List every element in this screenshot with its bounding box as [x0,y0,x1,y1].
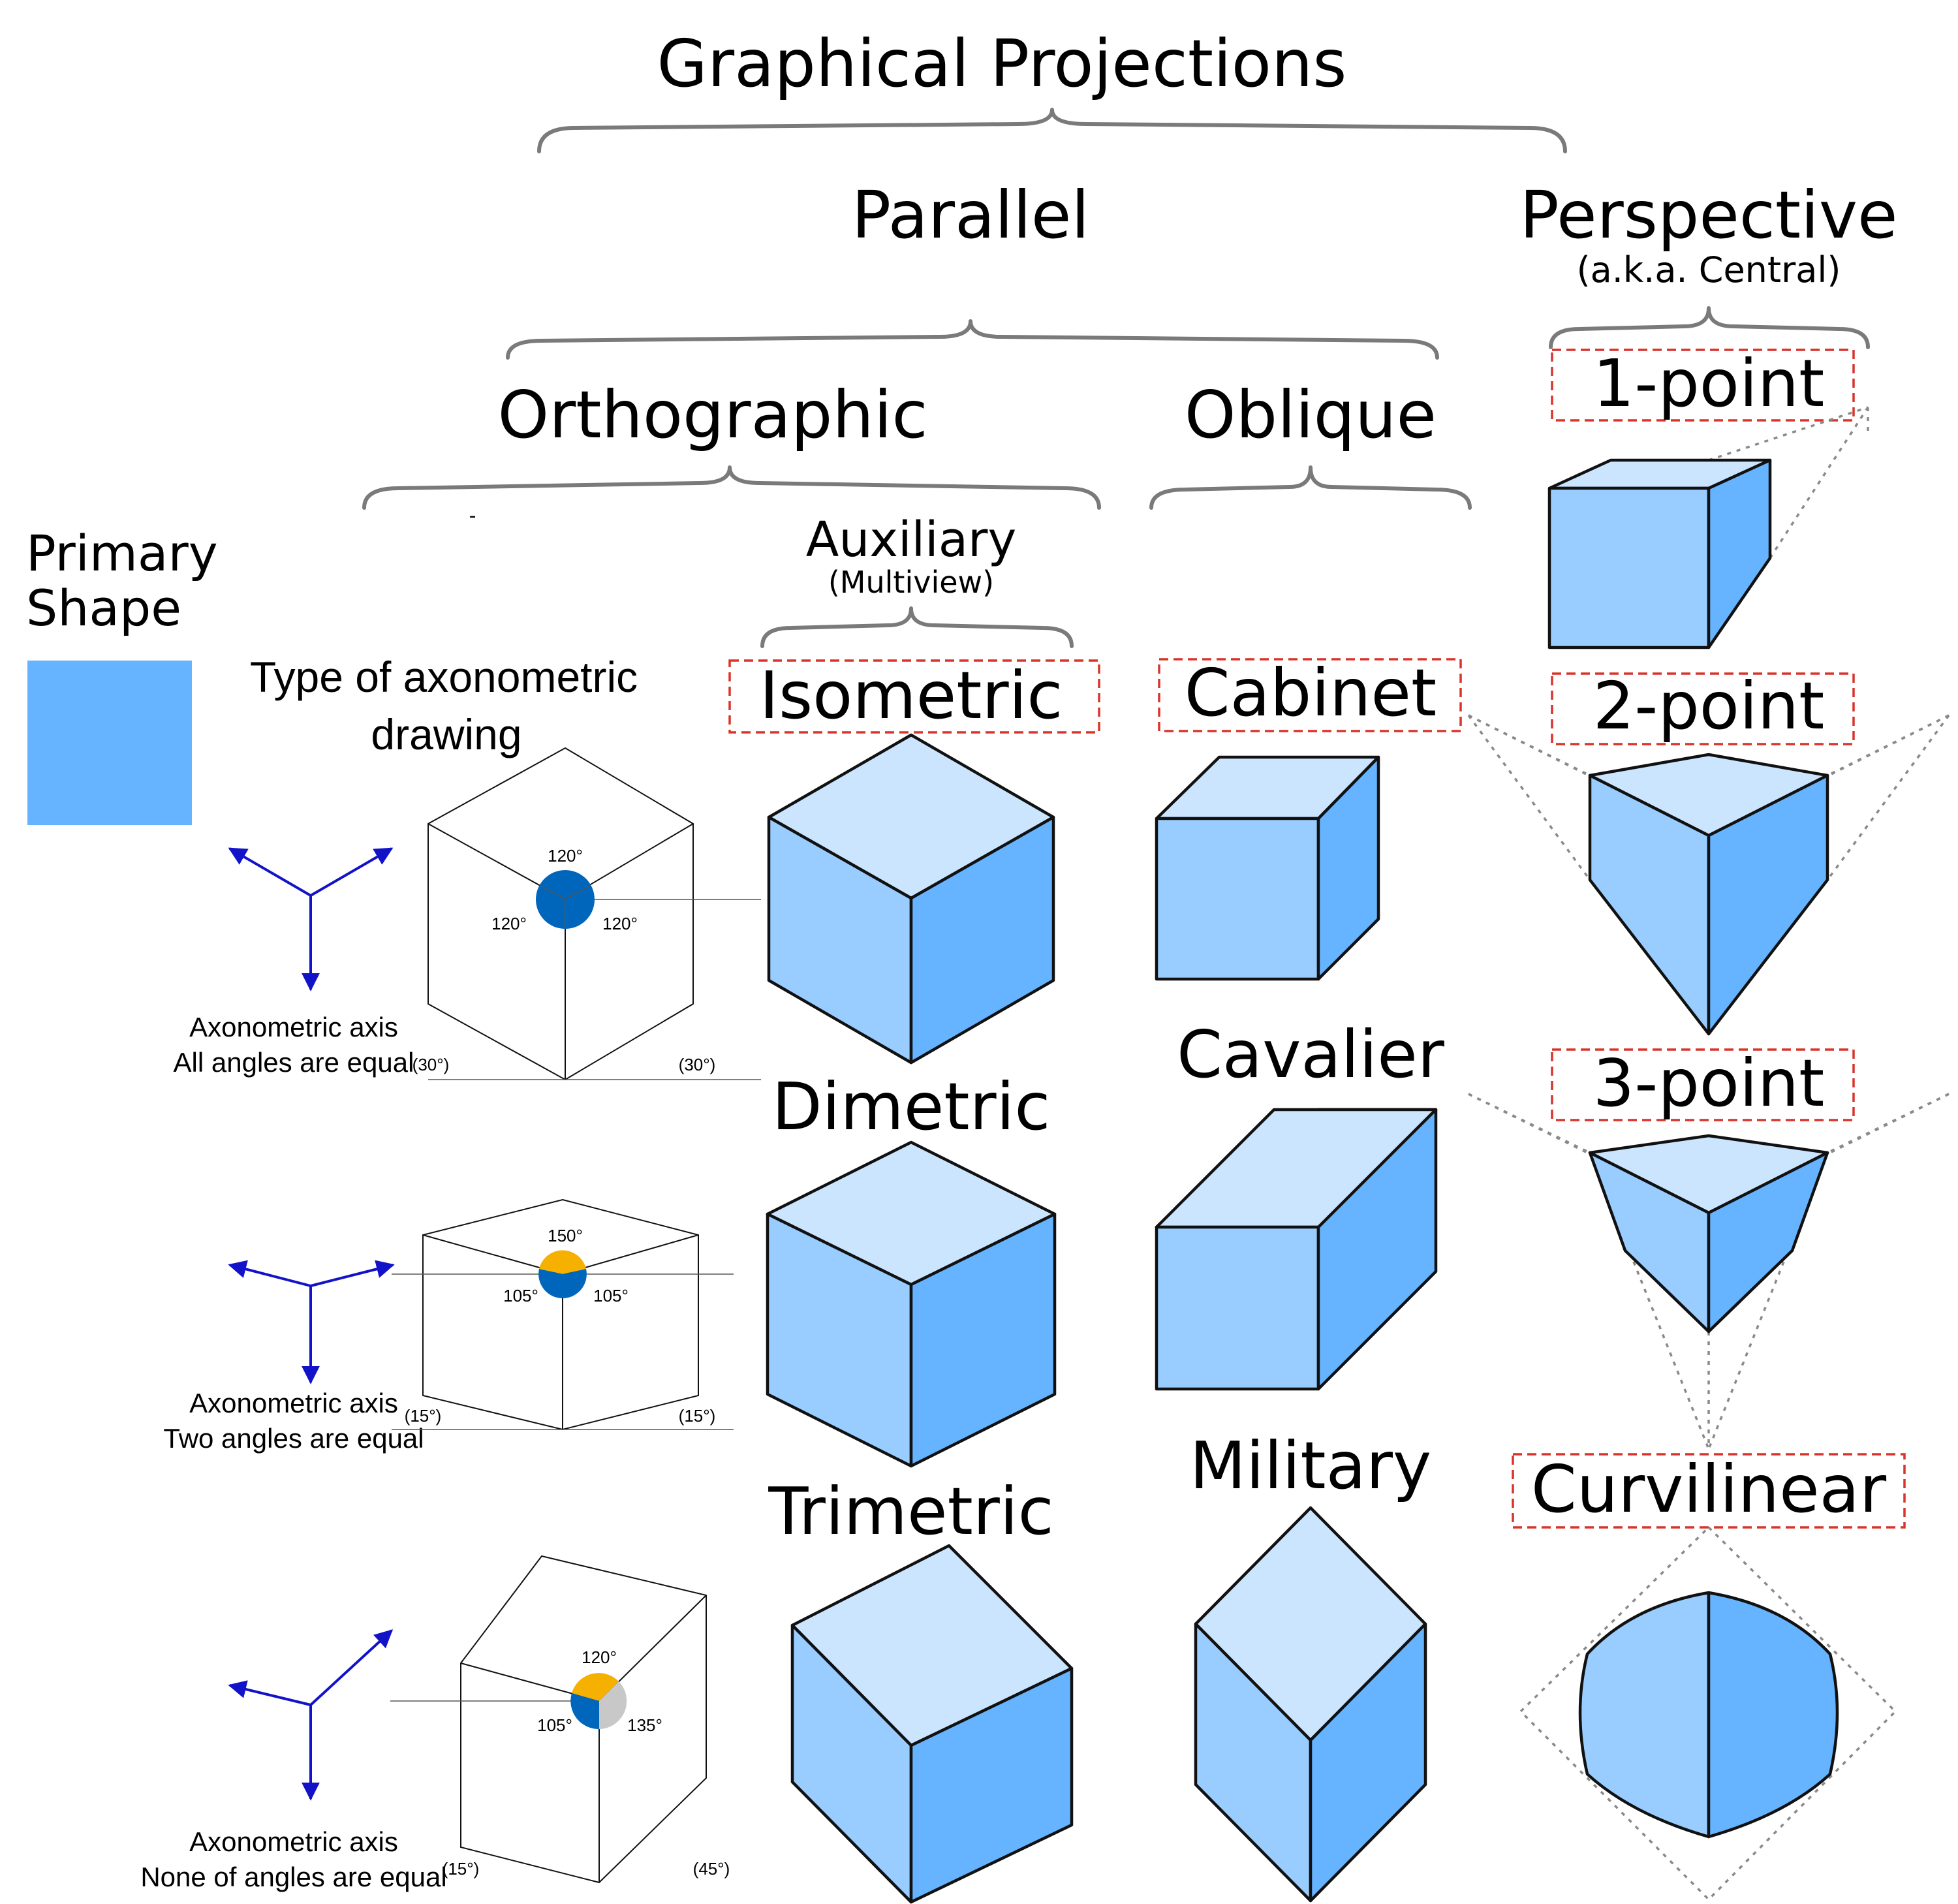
perspective-aka: (a.k.a. Central) [1577,249,1841,290]
axon-caption-2: Two angles are equal [163,1423,424,1454]
trimetric-label: Trimetric [768,1473,1053,1550]
brace-auxiliary [760,606,1074,648]
angle-label-1c: 120° [602,914,638,933]
isometric-dashed-box [728,659,1100,734]
auxiliary-label: Auxiliary [806,512,1017,568]
curvilinear-cube [1519,1525,1897,1901]
orthographic-dash: - [469,505,476,527]
brace-perspective [1549,306,1870,349]
primary-label-line1: Primary [26,524,218,582]
axon-hexagon-isometric [427,747,761,1081]
axon-axis-dimetric [228,1260,395,1384]
base-angle-2a: (15°) [405,1406,442,1426]
curvilinear-label: Curvilinear [1531,1451,1887,1527]
orthographic-label: Orthographic [497,377,927,453]
angle-label-1a: 120° [548,846,583,866]
two-point-dashed-box [1551,672,1855,745]
three-point-label: 3-point [1593,1045,1825,1121]
brace-graphical [537,108,1567,153]
brace-orthographic [362,465,1101,510]
cabinet-label: Cabinet [1185,655,1437,731]
primary-label-line2: Shape [26,579,181,637]
parallel-label: Parallel [852,177,1089,253]
angle-label-3c: 135° [627,1715,662,1735]
angle-label-2b: 105° [503,1286,538,1305]
brace-parallel [506,319,1439,360]
angle-label-3a: 120° [582,1647,617,1667]
base-angle-3b: (45°) [693,1859,730,1879]
one-point-cube [1547,406,1869,649]
angle-disc-dimetric [538,1250,587,1298]
base-angle-1b: (30°) [679,1055,716,1074]
angle-label-1b: 120° [491,914,527,933]
base-angle-1a: (30°) [412,1055,450,1074]
cavalier-label: Cavalier [1177,1016,1445,1093]
angle-label-2c: 105° [593,1286,629,1305]
axonometric-type-line1: Type of axonometric [250,653,638,701]
one-point-label: 1-point [1593,345,1825,422]
axon-axis-label-3: Axonometric axis [189,1826,398,1857]
axon-axis-trimetric [228,1629,394,1801]
axon-axis-label-1: Axonometric axis [189,1012,398,1042]
two-point-label: 2-point [1593,668,1825,744]
auxiliary-sub: (Multiview) [828,565,994,600]
cavalier-cube [1155,1108,1438,1391]
axon-axis-label-2: Axonometric axis [189,1388,398,1418]
primary-shape-square [27,661,192,825]
two-point-cube [1467,714,1950,1036]
axon-axis-isometric [228,847,394,991]
military-label: Military [1190,1428,1431,1504]
isometric-label: Isometric [760,657,1063,734]
dimetric-cube [766,1140,1057,1468]
perspective-label: Perspective [1519,177,1897,253]
axon-caption-1: All angles are equal [174,1047,414,1078]
diagram-title: Graphical Projections [657,25,1347,102]
isometric-cube [767,733,1055,1065]
oblique-label: Oblique [1185,377,1437,453]
angle-label-2a: 150° [548,1226,583,1245]
angle-label-3b: 105° [537,1715,572,1735]
cabinet-cube [1155,755,1380,981]
angle-disc-trimetric [570,1673,627,1730]
axonometric-type-line2: drawing [371,710,521,758]
axon-caption-3: None of angles are equal [140,1862,446,1892]
military-cube [1194,1506,1427,1903]
base-angle-3a: (15°) [443,1859,480,1879]
brace-oblique [1149,465,1472,510]
three-point-cube [1468,1093,1950,1450]
one-point-dashed-box [1551,349,1855,422]
dimetric-label: Dimetric [772,1069,1051,1145]
base-angle-2b: (15°) [679,1406,716,1426]
trimetric-cube [790,1544,1074,1904]
three-point-dashed-box [1551,1048,1855,1121]
cabinet-dashed-box [1158,658,1462,732]
